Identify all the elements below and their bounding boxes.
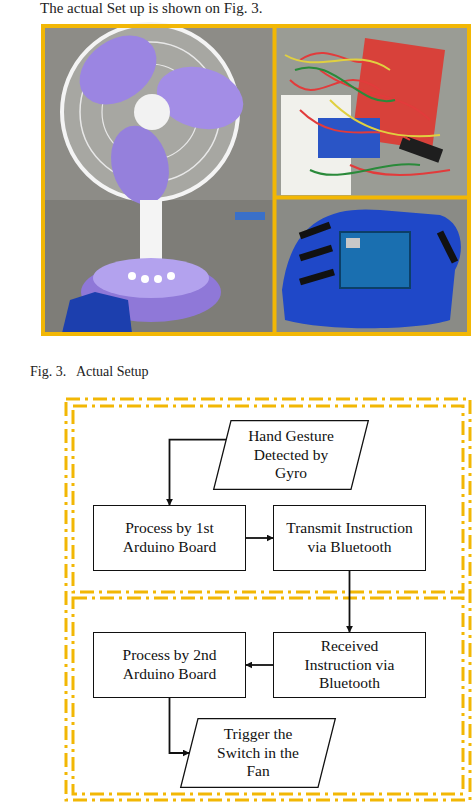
glove-photo [276, 197, 468, 333]
relay-module [318, 118, 380, 158]
small-board [235, 212, 265, 220]
transmitter-region [73, 406, 463, 592]
parallelogram-shape [181, 719, 336, 788]
wires [285, 55, 440, 136]
flow-arrow [170, 698, 190, 753]
electronics-photo [276, 27, 468, 197]
node-text: Received Instruction via Bluetooth [286, 637, 413, 693]
fan-button [128, 272, 136, 280]
photo-divider [275, 196, 470, 200]
process-box: Process by 1st Arduino Board [93, 505, 246, 571]
process-box: Transmit Instruction via Bluetooth [273, 505, 426, 571]
usb-port [346, 238, 360, 248]
parallelogram-shape [214, 421, 369, 490]
bluetooth-module [399, 135, 443, 163]
node-text: Hand Gesture Detected by Gyro [243, 427, 339, 483]
glove [282, 209, 461, 328]
fan-blade [103, 119, 178, 211]
outer-region [66, 399, 470, 800]
glove-photo-small [62, 292, 132, 333]
floor [44, 200, 274, 333]
node-text: Transmit Instruction via Bluetooth [286, 519, 413, 556]
fan-base-top [93, 258, 209, 298]
fan-hub [134, 94, 170, 130]
node-text: Process by 2nd Arduino Board [106, 646, 233, 683]
node-text: Trigger the Switch in the Fan [210, 725, 306, 781]
wires [290, 53, 450, 175]
page-text: The actual Set up is shown on Fig. 3. [40, 0, 262, 17]
arduino-on-glove [340, 232, 410, 288]
receiver-region [73, 598, 463, 794]
photo-divider [273, 26, 277, 334]
flow-arrow [246, 664, 273, 666]
fan-button [154, 275, 162, 283]
flow-arrow [246, 537, 273, 539]
node-text: Process by 1st Arduino Board [106, 519, 233, 556]
flow-arrow [170, 440, 227, 505]
fan-blade [150, 58, 251, 139]
figure-caption: Fig. 3. Actual Setup [30, 364, 149, 380]
process-box: Process by 2nd Arduino Board [93, 632, 246, 698]
fan-button [167, 272, 175, 280]
photo-frame [43, 26, 469, 334]
flow-arrow [349, 571, 351, 632]
fan-button [141, 275, 149, 283]
input-parallelogram: Hand Gesture Detected by Gyro [213, 420, 369, 490]
process-box: Received Instruction via Bluetooth [273, 632, 426, 698]
output-parallelogram: Trigger the Switch in the Fan [180, 718, 336, 788]
